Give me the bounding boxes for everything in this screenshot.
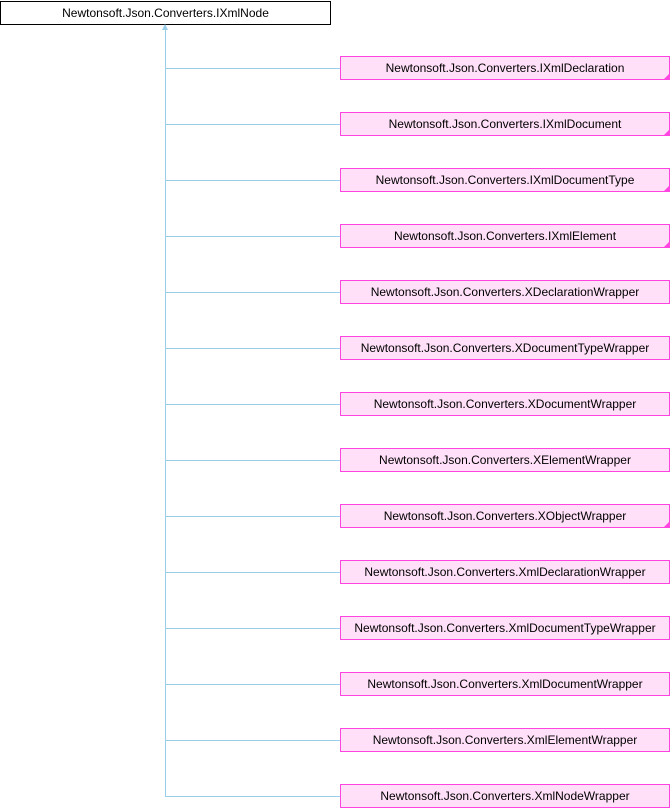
inheritance-edge [165,572,340,573]
inheritance-edge [165,124,340,125]
inheritance-edge [165,460,340,461]
derived-class-node[interactable]: Newtonsoft.Json.Converters.IXmlElement [340,224,670,248]
inheritance-edge [165,236,340,237]
inheritance-edge [165,684,340,685]
inheritance-edge [165,68,340,69]
derived-class-node[interactable]: Newtonsoft.Json.Converters.IXmlDeclarati… [340,56,670,80]
derived-class-node[interactable]: Newtonsoft.Json.Converters.XmlDeclaratio… [340,560,670,584]
derived-class-node[interactable]: Newtonsoft.Json.Converters.XmlDocumentTy… [340,616,670,640]
derived-class-node[interactable]: Newtonsoft.Json.Converters.XmlDocumentWr… [340,672,670,696]
derived-class-node[interactable]: Newtonsoft.Json.Converters.XmlElementWra… [340,728,670,752]
inheritance-edge [165,348,340,349]
derived-class-node[interactable]: Newtonsoft.Json.Converters.XElementWrapp… [340,448,670,472]
derived-class-node[interactable]: Newtonsoft.Json.Converters.XDocumentType… [340,336,670,360]
inheritance-edge [165,796,340,797]
derived-class-node[interactable]: Newtonsoft.Json.Converters.IXmlDocumentT… [340,168,670,192]
derived-class-node[interactable]: Newtonsoft.Json.Converters.XObjectWrappe… [340,504,670,528]
derived-class-node[interactable]: Newtonsoft.Json.Converters.XDeclarationW… [340,280,670,304]
inheritance-trunk-line [165,25,166,796]
root-class-node[interactable]: Newtonsoft.Json.Converters.IXmlNode [0,1,331,25]
inheritance-arrow-icon [162,24,168,30]
derived-class-node[interactable]: Newtonsoft.Json.Converters.XDocumentWrap… [340,392,670,416]
inheritance-edge [165,740,340,741]
inheritance-edge [165,292,340,293]
derived-class-node[interactable]: Newtonsoft.Json.Converters.IXmlDocument [340,112,670,136]
inheritance-edge [165,516,340,517]
inheritance-edge [165,404,340,405]
derived-class-node[interactable]: Newtonsoft.Json.Converters.XmlNodeWrappe… [340,784,670,808]
inheritance-edge [165,628,340,629]
inheritance-edge [165,180,340,181]
